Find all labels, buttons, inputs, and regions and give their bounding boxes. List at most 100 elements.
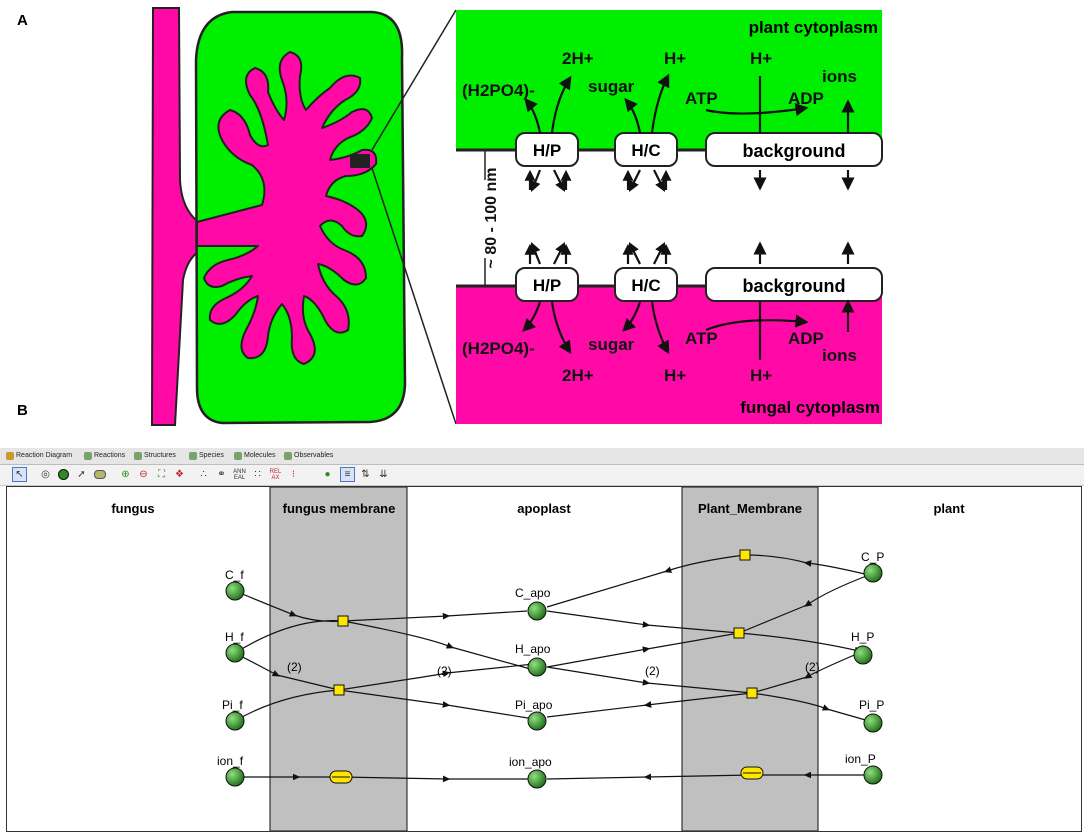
column-apoplast: apoplast bbox=[517, 501, 571, 516]
gap-label: ~ 80 - 100 nm bbox=[483, 168, 500, 269]
structures-icon bbox=[134, 452, 142, 460]
species-ion-f bbox=[225, 767, 245, 787]
atp-top-label: ATP bbox=[685, 89, 718, 108]
fit-icon[interactable]: ⛶ bbox=[158, 469, 165, 480]
reaction-network: fungus fungus membrane apoplast Plant_Me… bbox=[111, 487, 965, 831]
svg-text:H/C: H/C bbox=[631, 141, 660, 160]
add-species-icon[interactable] bbox=[56, 467, 71, 482]
reaction-node-ion-fungus bbox=[329, 770, 353, 784]
observables-icon bbox=[284, 452, 292, 460]
layout-relaxed-icon[interactable]: REL AX bbox=[269, 468, 282, 481]
tab-structures[interactable]: Structures bbox=[134, 450, 176, 462]
diagram-toolbar: ↖ ◎ ➚ ⊕ ⊖ ⛶ ❖ ∴ ⚭ ANN EAL ∷ REL AX ⁝ ● ≡… bbox=[0, 465, 1084, 486]
label-h-f: H_f bbox=[225, 630, 244, 644]
column-fungus-membrane: fungus membrane bbox=[283, 501, 396, 516]
species-h-p bbox=[853, 645, 873, 665]
label-pi-f: Pi_f bbox=[222, 698, 243, 712]
zoom-icon[interactable]: ◎ bbox=[41, 469, 50, 480]
reaction-nodes bbox=[329, 549, 764, 784]
svg-text:background: background bbox=[742, 276, 845, 296]
species-nodes bbox=[225, 563, 883, 789]
panel-a-diagram: ~ 80 - 100 nm plant cytoplasm fungal cyt… bbox=[150, 7, 883, 426]
transporter-background-bottom: background bbox=[705, 267, 883, 302]
species-ion-p bbox=[863, 765, 883, 785]
sort-down-icon[interactable]: ⇊ bbox=[379, 469, 388, 480]
panel-a-letter: A bbox=[17, 12, 28, 29]
phosphate-bottom-label: (H2PO4)- bbox=[462, 339, 535, 358]
panel-a: A ~ 80 - 100 nm p bbox=[17, 7, 883, 426]
label-ion-f: ion_f bbox=[217, 754, 244, 768]
transporter-background-top: background bbox=[705, 132, 883, 167]
tab-species[interactable]: Species bbox=[189, 450, 224, 462]
collapse-icon[interactable]: ❖ bbox=[175, 469, 184, 480]
h-sugar-bottom-label: H+ bbox=[664, 366, 686, 385]
label-c-p: C_P bbox=[861, 550, 884, 564]
reaction-node-phosphate-fungus bbox=[333, 684, 345, 696]
align-icon[interactable]: ≡ bbox=[340, 467, 355, 482]
reaction-node-ion-plant bbox=[740, 766, 764, 780]
zoom-out-icon[interactable]: ⊖ bbox=[139, 469, 148, 480]
species-c-f bbox=[225, 581, 245, 601]
species-pi-apo bbox=[527, 711, 547, 731]
species-h-f bbox=[225, 643, 245, 663]
tab-bar: Reaction Diagram Reactions Structures Sp… bbox=[0, 448, 1084, 465]
species-ion-apo bbox=[527, 769, 547, 789]
add-structure-icon[interactable] bbox=[92, 467, 107, 482]
panel-b: Reaction Diagram Reactions Structures Sp… bbox=[0, 448, 1084, 834]
h-sugar-top-label: H+ bbox=[664, 49, 686, 68]
column-fungus: fungus bbox=[111, 501, 154, 516]
label-c-apo: C_apo bbox=[515, 586, 551, 600]
layout-random-dots-icon[interactable]: ⁝ bbox=[291, 469, 296, 480]
layout-levelled-icon[interactable]: ∷ bbox=[254, 469, 261, 480]
plant-cytoplasm-label: plant cytoplasm bbox=[749, 18, 878, 37]
stoich-label-1: (2) bbox=[287, 660, 302, 674]
transporter-hc-bottom: H/C bbox=[614, 267, 678, 302]
svg-text:H/C: H/C bbox=[631, 276, 660, 295]
reactions-icon bbox=[84, 452, 92, 460]
transporter-hp-bottom: H/P bbox=[515, 267, 579, 302]
show-species-icon[interactable]: ● bbox=[324, 469, 331, 480]
stoich-label-2: (2) bbox=[437, 664, 452, 678]
stoich-label-3: (2) bbox=[645, 664, 660, 678]
panel-b-letter: B bbox=[17, 402, 28, 419]
sugar-top-label: sugar bbox=[588, 77, 635, 96]
species-c-apo bbox=[527, 601, 547, 621]
label-h-apo: H_apo bbox=[515, 642, 551, 656]
draw-reaction-icon[interactable]: ➚ bbox=[77, 469, 86, 480]
layout-random-icon[interactable]: ∴ bbox=[200, 469, 207, 480]
layout-annealing-icon[interactable]: ANN EAL bbox=[233, 468, 246, 481]
tab-observables[interactable]: Observables bbox=[284, 450, 333, 462]
layout-circular-icon[interactable]: ⚭ bbox=[217, 469, 226, 480]
h-atp-top-label: H+ bbox=[750, 49, 772, 68]
species-pi-f bbox=[225, 711, 245, 731]
tab-reactions[interactable]: Reactions bbox=[84, 450, 125, 462]
tab-reaction-diagram[interactable]: Reaction Diagram bbox=[6, 450, 72, 462]
fungal-cytoplasm-label: fungal cytoplasm bbox=[740, 398, 880, 417]
sort-up-icon[interactable]: ⇅ bbox=[361, 469, 370, 480]
sugar-bottom-label: sugar bbox=[588, 335, 635, 354]
reaction-node-sugar-plant bbox=[739, 549, 751, 561]
species-pi-p bbox=[863, 713, 883, 733]
transporter-hc-top: H/C bbox=[614, 132, 678, 167]
reaction-diagram-canvas[interactable]: fungus fungus membrane apoplast Plant_Me… bbox=[6, 486, 1082, 832]
ions-top-label: ions bbox=[822, 67, 857, 86]
zoom-in-icon[interactable]: ⊕ bbox=[121, 469, 130, 480]
diagram-icon bbox=[6, 452, 14, 460]
phosphate-top-label: (H2PO4)- bbox=[462, 81, 535, 100]
reaction-edges bbox=[234, 554, 870, 783]
two-h-top-label: 2H+ bbox=[562, 49, 594, 68]
zoom-region-marker bbox=[350, 154, 370, 168]
reaction-node-phosphate-plant bbox=[746, 687, 758, 699]
species-c-p bbox=[863, 563, 883, 583]
two-h-bottom-label: 2H+ bbox=[562, 366, 594, 385]
column-plant: plant bbox=[933, 501, 965, 516]
label-ion-apo: ion_apo bbox=[509, 755, 552, 769]
stoich-label-4: (2) bbox=[805, 660, 820, 674]
reaction-node-sugar-fungus bbox=[337, 615, 349, 627]
adp-top-label: ADP bbox=[788, 89, 824, 108]
select-icon[interactable]: ↖ bbox=[12, 467, 27, 482]
fungal-cytoplasm-region bbox=[456, 286, 882, 424]
tab-molecules[interactable]: Molecules bbox=[234, 450, 276, 462]
svg-text:H/P: H/P bbox=[533, 276, 561, 295]
arbuscule bbox=[196, 51, 378, 365]
